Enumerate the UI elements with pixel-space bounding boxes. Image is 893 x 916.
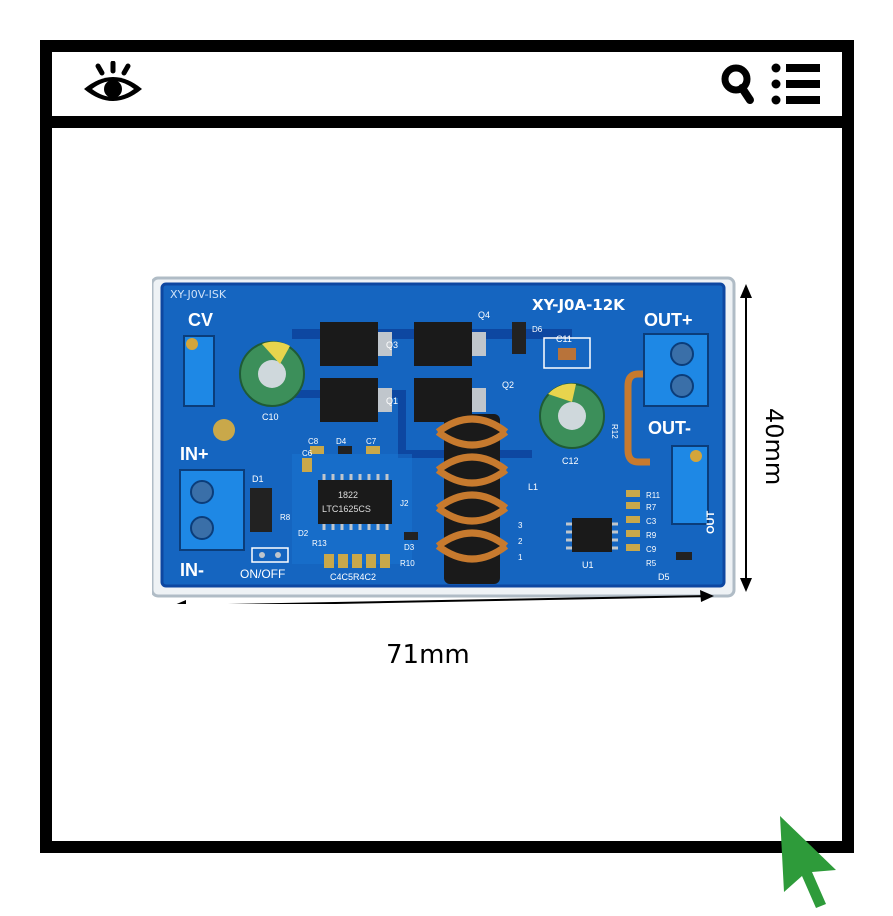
label-l1: L1	[528, 482, 538, 492]
cv-label: CV	[188, 310, 213, 330]
mosfet-q4	[414, 322, 472, 366]
in-minus-label: IN-	[180, 560, 204, 580]
chip-label: LTC1625CS	[322, 504, 371, 514]
label-q2: Q2	[502, 380, 514, 390]
label-c11: C11	[556, 334, 572, 344]
model-label: XY-J0A-12K	[532, 296, 626, 314]
label-r12: R12	[610, 424, 619, 439]
out-plus-screw	[670, 342, 694, 366]
window-toolbar	[52, 52, 842, 128]
out-potentiometer	[671, 445, 709, 525]
label-c6: C6	[302, 449, 313, 458]
label-r11: R11	[646, 491, 661, 500]
in-minus-screw	[190, 516, 214, 540]
controller-chip	[318, 480, 392, 524]
label-q4: Q4	[478, 310, 490, 320]
chip-u1	[572, 518, 612, 552]
label-d2: D2	[298, 529, 309, 538]
in-plus-screw	[190, 480, 214, 504]
label-j2: J2	[400, 499, 409, 508]
label-q1: Q1	[386, 396, 398, 406]
out-minus-label: OUT-	[648, 418, 691, 438]
content-area: XY-J0V-ISK XY-J0A-12K CV C10 Q3 Q4 Q1 Q2	[52, 128, 842, 841]
capacitor-c11	[558, 348, 576, 360]
list-menu-icon[interactable]	[770, 62, 822, 106]
in-plus-label: IN+	[180, 444, 209, 464]
label-c7: C7	[366, 437, 377, 446]
mouse-cursor-icon	[780, 816, 836, 908]
label-c12: C12	[562, 456, 579, 466]
label-d3: D3	[404, 543, 415, 552]
label-r8: R8	[280, 513, 291, 522]
on-off-header	[251, 547, 289, 563]
cv-adjust-screw	[186, 338, 198, 350]
label-r5: R5	[646, 559, 657, 568]
browser-window: XY-J0V-ISK XY-J0A-12K CV C10 Q3 Q4 Q1 Q2	[40, 40, 854, 853]
height-dimension-label: 40mm	[760, 408, 788, 485]
search-icon[interactable]	[720, 62, 756, 106]
label-c10: C10	[262, 412, 279, 422]
diode-d6	[512, 322, 526, 354]
label-c9: C9	[646, 545, 657, 554]
chip-code: 1822	[338, 490, 358, 500]
width-dimension-label: 71mm	[386, 640, 470, 670]
label-c8: C8	[308, 437, 319, 446]
label-d5: D5	[658, 572, 670, 582]
pin-1-label: 1	[518, 553, 523, 562]
pin-2-label: 2	[518, 537, 523, 546]
pin-3-label: 3	[518, 521, 523, 530]
caps-label: C4C5R4C2	[330, 572, 376, 582]
label-r10: R10	[400, 559, 415, 568]
label-r9: R9	[646, 531, 657, 540]
label-r7: R7	[646, 503, 657, 512]
label-d4: D4	[336, 437, 347, 446]
label-c3: C3	[646, 517, 657, 526]
label-r13: R13	[312, 539, 327, 548]
height-dimension-line	[740, 284, 752, 592]
mosfet-q1	[320, 378, 378, 422]
input-terminal-block	[179, 469, 245, 551]
out-plus-label: OUT+	[644, 310, 693, 330]
label-d1: D1	[252, 474, 264, 484]
top-edge-text: XY-J0V-ISK	[170, 288, 227, 301]
label-q3: Q3	[386, 340, 398, 350]
eye-icon[interactable]	[80, 61, 146, 107]
label-d6: D6	[532, 325, 543, 334]
on-off-label: ON/OFF	[240, 567, 285, 581]
mounting-screw	[213, 419, 235, 441]
label-u1: U1	[582, 560, 594, 570]
out-minus-screw	[670, 374, 694, 398]
mosfet-q3	[320, 322, 378, 366]
diode-d1	[250, 488, 272, 532]
converter-module-image: XY-J0V-ISK XY-J0A-12K CV C10 Q3 Q4 Q1 Q2	[152, 276, 788, 604]
shunt-resistor-r12	[624, 370, 650, 466]
out-label: OUT	[705, 511, 717, 535]
inductor-winding	[435, 415, 509, 563]
